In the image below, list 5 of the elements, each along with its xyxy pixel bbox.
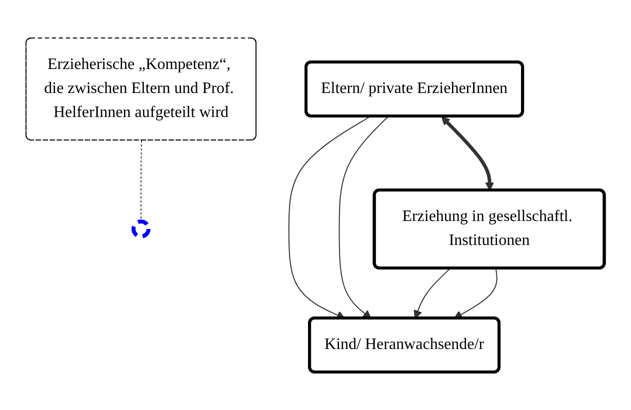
node-ellipse xyxy=(132,220,151,238)
arrow xyxy=(454,268,498,319)
arrow xyxy=(414,268,452,319)
arrow xyxy=(442,116,494,191)
arrow xyxy=(339,116,389,319)
